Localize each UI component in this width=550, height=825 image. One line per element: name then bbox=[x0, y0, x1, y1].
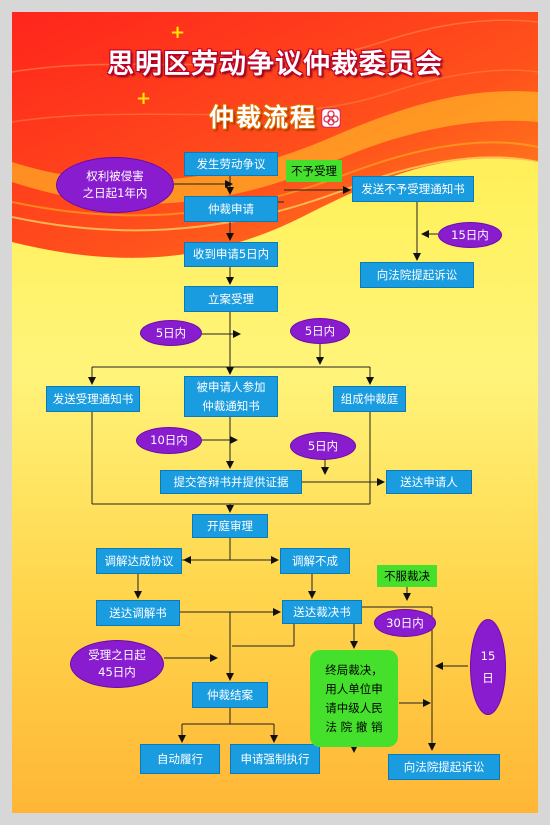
condition-final-award: 终局裁决， 用人单位申 请中级人民 法 院 撤 销 bbox=[310, 650, 398, 747]
oval-days5-right: 5日内 bbox=[290, 318, 350, 344]
box-submit-defense: 提交答辩书并提供证据 bbox=[160, 470, 302, 494]
box-send-notice: 发送受理通知书 bbox=[46, 386, 140, 412]
final-award-line2: 用人单位申 bbox=[325, 681, 383, 696]
days45-line1: 受理之日起 bbox=[88, 648, 146, 662]
subtitle-text: 仲裁流程 bbox=[208, 103, 317, 132]
box-serve-award: 送达裁决书 bbox=[282, 600, 362, 624]
one-year-line1: 权利被侵害 bbox=[86, 169, 144, 183]
days45-line2: 45日内 bbox=[98, 665, 136, 679]
box-respondent-notice: 被申请人参加 仲裁通知书 bbox=[184, 376, 278, 417]
oval-days5-mid: 5日内 bbox=[290, 432, 356, 460]
final-award-line1: 终局裁决， bbox=[325, 662, 383, 677]
poster: + + 思明区劳动争议仲裁委员会 仲裁流程 bbox=[12, 12, 538, 813]
respondent-notice-line2: 仲裁通知书 bbox=[202, 398, 260, 413]
box-serve-applicant: 送达申请人 bbox=[386, 470, 472, 494]
oval-days15-top: 15日内 bbox=[438, 222, 502, 248]
box-accept: 立案受理 bbox=[184, 286, 278, 312]
page-subtitle: 仲裁流程 bbox=[12, 98, 538, 134]
oval-one-year: 权利被侵害 之日起1年内 bbox=[56, 157, 174, 213]
final-award-line4: 法 院 撤 销 bbox=[325, 719, 383, 734]
box-receive: 收到申请5日内 bbox=[184, 242, 278, 267]
box-enforce: 申请强制执行 bbox=[230, 744, 320, 774]
oval-days30: 30日内 bbox=[374, 609, 436, 637]
oval-days45: 受理之日起 45日内 bbox=[70, 640, 164, 688]
one-year-line2: 之日起1年内 bbox=[82, 186, 148, 200]
final-award-line3: 请中级人民 bbox=[325, 700, 383, 715]
box-sue-court-bottom: 向法院提起诉讼 bbox=[388, 754, 500, 780]
box-apply: 仲裁申请 bbox=[184, 196, 278, 222]
oval-days15-right: 15 日 bbox=[470, 619, 506, 715]
box-serve-mediation: 送达调解书 bbox=[96, 600, 180, 626]
box-tribunal: 组成仲裁庭 bbox=[333, 386, 406, 412]
sparkle-icon-left: + bbox=[136, 88, 152, 109]
days15-right-line1: 15 bbox=[480, 649, 496, 663]
oval-days10: 10日内 bbox=[136, 427, 202, 454]
respondent-notice-line1: 被申请人参加 bbox=[196, 379, 266, 394]
box-voluntary: 自动履行 bbox=[140, 744, 220, 774]
condition-not-accepted: 不予受理 bbox=[286, 160, 342, 182]
box-hearing: 开庭审理 bbox=[192, 514, 268, 538]
box-reject-notice: 发送不予受理通知书 bbox=[352, 176, 474, 202]
oval-days5-left: 5日内 bbox=[140, 320, 202, 346]
box-mediation-fail: 调解不成 bbox=[280, 548, 350, 574]
flower-emblem-icon bbox=[321, 108, 341, 128]
box-sue-court-top: 向法院提起诉讼 bbox=[360, 262, 474, 288]
box-close-case: 仲裁结案 bbox=[192, 682, 268, 708]
box-mediation-ok: 调解达成协议 bbox=[96, 548, 182, 574]
page-title: 思明区劳动争议仲裁委员会 bbox=[107, 49, 443, 80]
condition-disagree-award: 不服裁决 bbox=[377, 565, 437, 587]
sparkle-icon-top: + bbox=[170, 22, 186, 43]
days15-right-line2: 日 bbox=[482, 671, 494, 685]
box-dispute: 发生劳动争议 bbox=[184, 152, 278, 176]
